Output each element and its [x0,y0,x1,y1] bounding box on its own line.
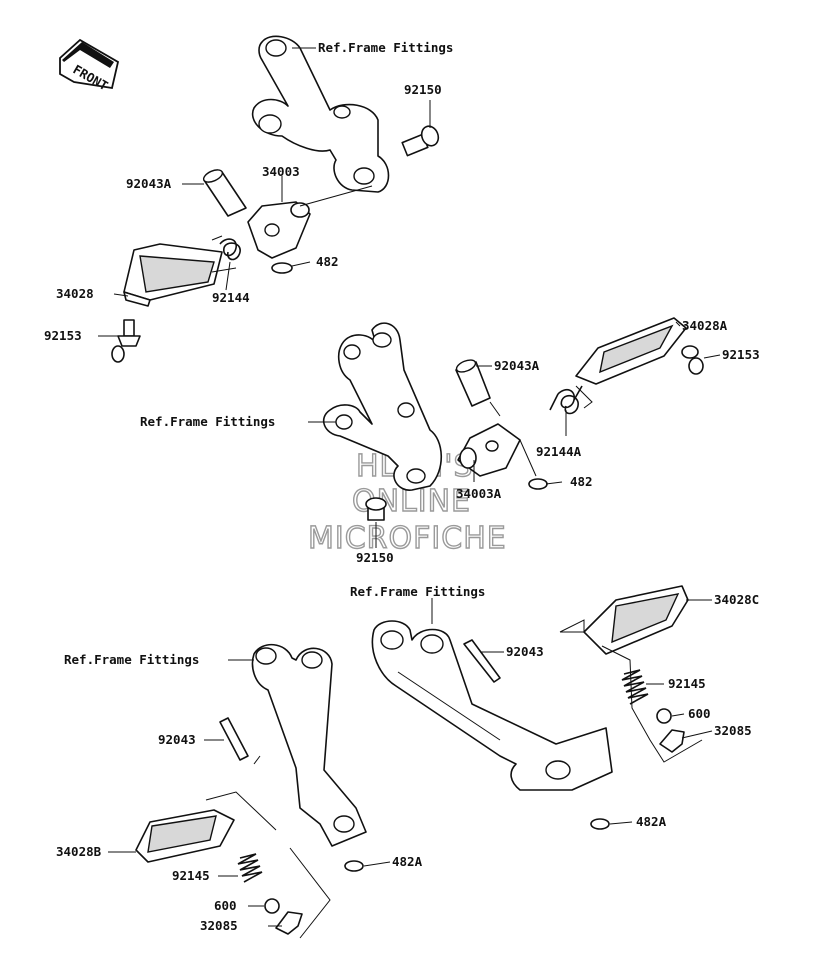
label-92150-top: 92150 [404,82,442,97]
label-92144a: 92144A [536,444,582,459]
bottom-right-washer [590,818,610,830]
middle-bolt [365,497,387,521]
label-32085-left: 32085 [200,918,238,933]
watermark-line-3: MICROFICHE [308,521,507,556]
label-92153-right: 92153 [722,347,760,362]
label-600-left: 600 [214,898,237,913]
top-bolt [401,125,440,157]
label-92043-right: 92043 [506,644,544,659]
front-arrow-icon: FRONT [59,38,120,93]
top-pivot [247,201,311,259]
label-34003a: 34003A [456,486,502,501]
label-ref-frame-fittings-mid: Ref.Frame Fittings [140,414,275,429]
middle-pivot [457,423,521,477]
bottom-left-footpeg [135,809,235,863]
bottom-right-ball [656,708,672,724]
leader-lines [98,47,721,939]
label-482a-left: 482A [392,854,423,869]
top-pin [202,169,247,217]
label-92145-right: 92145 [668,676,706,691]
top-washer [271,262,293,274]
middle-spring [549,385,583,415]
bottom-right-detent [659,729,685,753]
middle-pin [455,359,491,407]
label-34028b: 34028B [56,844,102,859]
top-left-bolt [111,319,141,363]
label-34003: 34003 [262,164,300,179]
label-482-mid: 482 [570,474,593,489]
bottom-left-spring [237,853,263,883]
bottom-left-ball [264,898,280,914]
bottom-left-pin [219,717,249,761]
middle-footpeg [575,317,687,385]
label-34028c: 34028C [714,592,759,607]
top-footpeg [123,243,223,307]
label-92144: 92144 [212,290,250,305]
label-92150-mid: 92150 [356,550,394,565]
callout-labels: Ref.Frame Fittings 92150 92043A 34003 48… [44,40,760,933]
label-34028a: 34028A [682,318,728,333]
bottom-left-bracket [251,643,367,847]
label-ref-frame-fittings-top: Ref.Frame Fittings [318,40,453,55]
middle-right-bolt [681,345,704,375]
bottom-left-detent [275,911,303,935]
label-ref-frame-fittings-bottom-left: Ref.Frame Fittings [64,652,199,667]
label-92043a-mid: 92043A [494,358,540,373]
middle-bracket [322,322,442,491]
bottom-right-bracket [371,620,613,791]
bottom-right-pin [463,639,501,683]
label-ref-frame-fittings-bottom-right: Ref.Frame Fittings [350,584,485,599]
label-34028: 34028 [56,286,94,301]
top-spring [219,238,241,261]
label-32085-right: 32085 [714,723,752,738]
label-600-right: 600 [688,706,711,721]
label-92145-left: 92145 [172,868,210,883]
top-bracket [251,35,390,193]
bottom-left-washer [344,860,364,872]
bottom-right-footpeg [583,585,689,655]
label-92153-left: 92153 [44,328,82,343]
bottom-right-spring [621,669,649,705]
label-92043a-top: 92043A [126,176,172,191]
label-482-top: 482 [316,254,339,269]
middle-washer [528,478,548,490]
label-482a-right: 482A [636,814,667,829]
label-92043-left: 92043 [158,732,196,747]
